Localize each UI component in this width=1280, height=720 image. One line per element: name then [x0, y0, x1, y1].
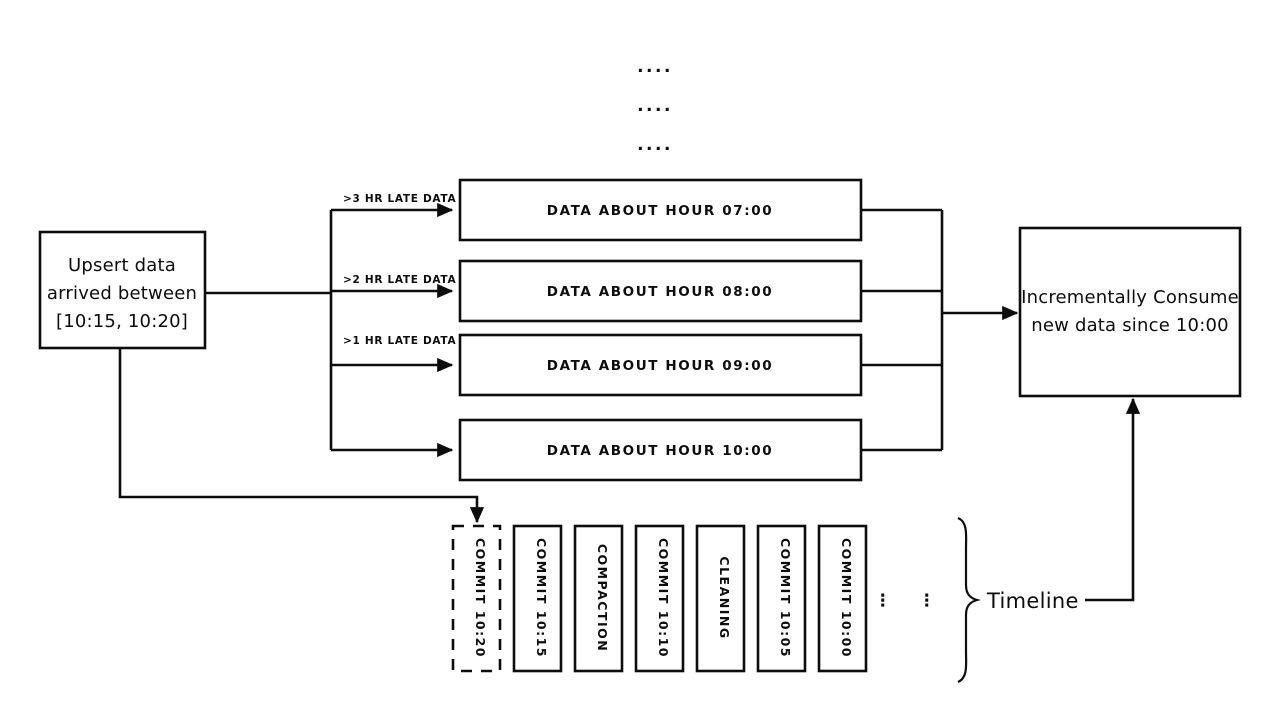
- timeline-cleaning[interactable]: CLEANING: [695, 524, 746, 673]
- upsert-source-line-2: arrived between: [47, 283, 197, 304]
- top-ellipsis-2: ....: [637, 96, 673, 116]
- hour-box-0800-label: DATA ABOUT HOUR 08:00: [547, 284, 773, 300]
- timeline-ellipsis-group: ⋮ ⋮: [874, 591, 938, 611]
- timeline-brace-group: Timeline: [957, 516, 1079, 684]
- timeline-commit-1005[interactable]: COMMIT 10:05: [756, 524, 807, 673]
- timeline-commit-1000-label: COMMIT 10:00: [839, 538, 854, 658]
- hour-box-0900[interactable]: DATA ABOUT HOUR 09:00: [458, 333, 863, 397]
- edge-label-group: >3 HR LATE DATA >2 HR LATE DATA >1 HR LA…: [343, 193, 456, 347]
- upsert-source-node[interactable]: Upsert data arrived between [10:15, 10:2…: [38, 230, 207, 350]
- timeline-commit-1015[interactable]: COMMIT 10:15: [512, 524, 563, 673]
- timeline-commit-1010[interactable]: COMMIT 10:10: [634, 524, 685, 673]
- hour-box-0900-rect[interactable]: [458, 333, 863, 397]
- hour-box-0700[interactable]: DATA ABOUT HOUR 07:00: [458, 178, 863, 242]
- hour-box-0700-label: DATA ABOUT HOUR 07:00: [547, 203, 773, 219]
- edge-timeline-to-consumer: [1085, 397, 1141, 602]
- incremental-consumer-line-2: new data since 10:00: [1031, 315, 1229, 336]
- hour-box-1000-label: DATA ABOUT HOUR 10:00: [547, 443, 773, 459]
- edge-source-to-commit-1020: [118, 348, 485, 524]
- source-to-timeline-connector: [118, 348, 485, 524]
- hour-box-1000-rect[interactable]: [458, 418, 863, 482]
- top-ellipsis-group: .... .... ....: [637, 57, 673, 155]
- timeline-cleaning-label: CLEANING: [717, 556, 732, 639]
- timeline-commit-1010-rect[interactable]: [634, 524, 685, 673]
- timeline-commit-1005-rect[interactable]: [756, 524, 807, 673]
- fanout-connectors: [205, 202, 454, 458]
- upsert-source-box[interactable]: [38, 230, 207, 350]
- timeline-compaction-label: COMPACTION: [595, 544, 610, 652]
- incremental-consumer-line-1: Incrementally Consume: [1021, 287, 1239, 308]
- merge-connectors: [861, 208, 1019, 452]
- timeline-commit-1015-rect[interactable]: [512, 524, 563, 673]
- timeline-cleaning-rect[interactable]: [695, 524, 746, 673]
- timeline-ellipsis-1: ⋮: [874, 591, 894, 611]
- edge-label-3hr-late: >3 HR LATE DATA: [343, 193, 456, 205]
- top-ellipsis-3: ....: [637, 135, 673, 155]
- timeline-commit-1015-label: COMMIT 10:15: [534, 538, 549, 658]
- hour-box-0700-rect[interactable]: [458, 178, 863, 242]
- timeline-commit-1020-label: COMMIT 10:20: [473, 538, 488, 658]
- timeline-ellipsis-2: ⋮: [918, 591, 938, 611]
- timeline-to-consumer-connector: [1085, 397, 1141, 602]
- hour-box-0800-rect[interactable]: [458, 259, 863, 323]
- hour-box-0900-label: DATA ABOUT HOUR 09:00: [547, 358, 773, 374]
- timeline-commit-1020[interactable]: COMMIT 10:20: [451, 524, 502, 673]
- timeline-compaction-rect[interactable]: [573, 524, 624, 673]
- edge-label-2hr-late: >2 HR LATE DATA: [343, 274, 456, 286]
- incremental-consumer-box[interactable]: [1018, 226, 1242, 398]
- edge-label-1hr-late: >1 HR LATE DATA: [343, 335, 456, 347]
- timeline-commit-1020-rect[interactable]: [451, 524, 502, 673]
- timeline-label: Timeline: [986, 589, 1079, 613]
- incremental-consumer-node[interactable]: Incrementally Consume new data since 10:…: [1018, 226, 1242, 398]
- timeline-curly-brace: [957, 516, 981, 684]
- upsert-source-line-1: Upsert data: [68, 255, 176, 276]
- timeline-compaction[interactable]: COMPACTION: [573, 524, 624, 673]
- upsert-source-line-3: [10:15, 10:20]: [56, 311, 188, 332]
- timeline-commit-1000[interactable]: COMMIT 10:00: [817, 524, 868, 673]
- hour-box-0800[interactable]: DATA ABOUT HOUR 08:00: [458, 259, 863, 323]
- timeline-commit-1005-label: COMMIT 10:05: [778, 538, 793, 658]
- top-ellipsis-1: ....: [637, 57, 673, 77]
- hour-box-1000[interactable]: DATA ABOUT HOUR 10:00: [458, 418, 863, 482]
- timeline-commit-1010-label: COMMIT 10:10: [656, 538, 671, 658]
- timeline-commit-1000-rect[interactable]: [817, 524, 868, 673]
